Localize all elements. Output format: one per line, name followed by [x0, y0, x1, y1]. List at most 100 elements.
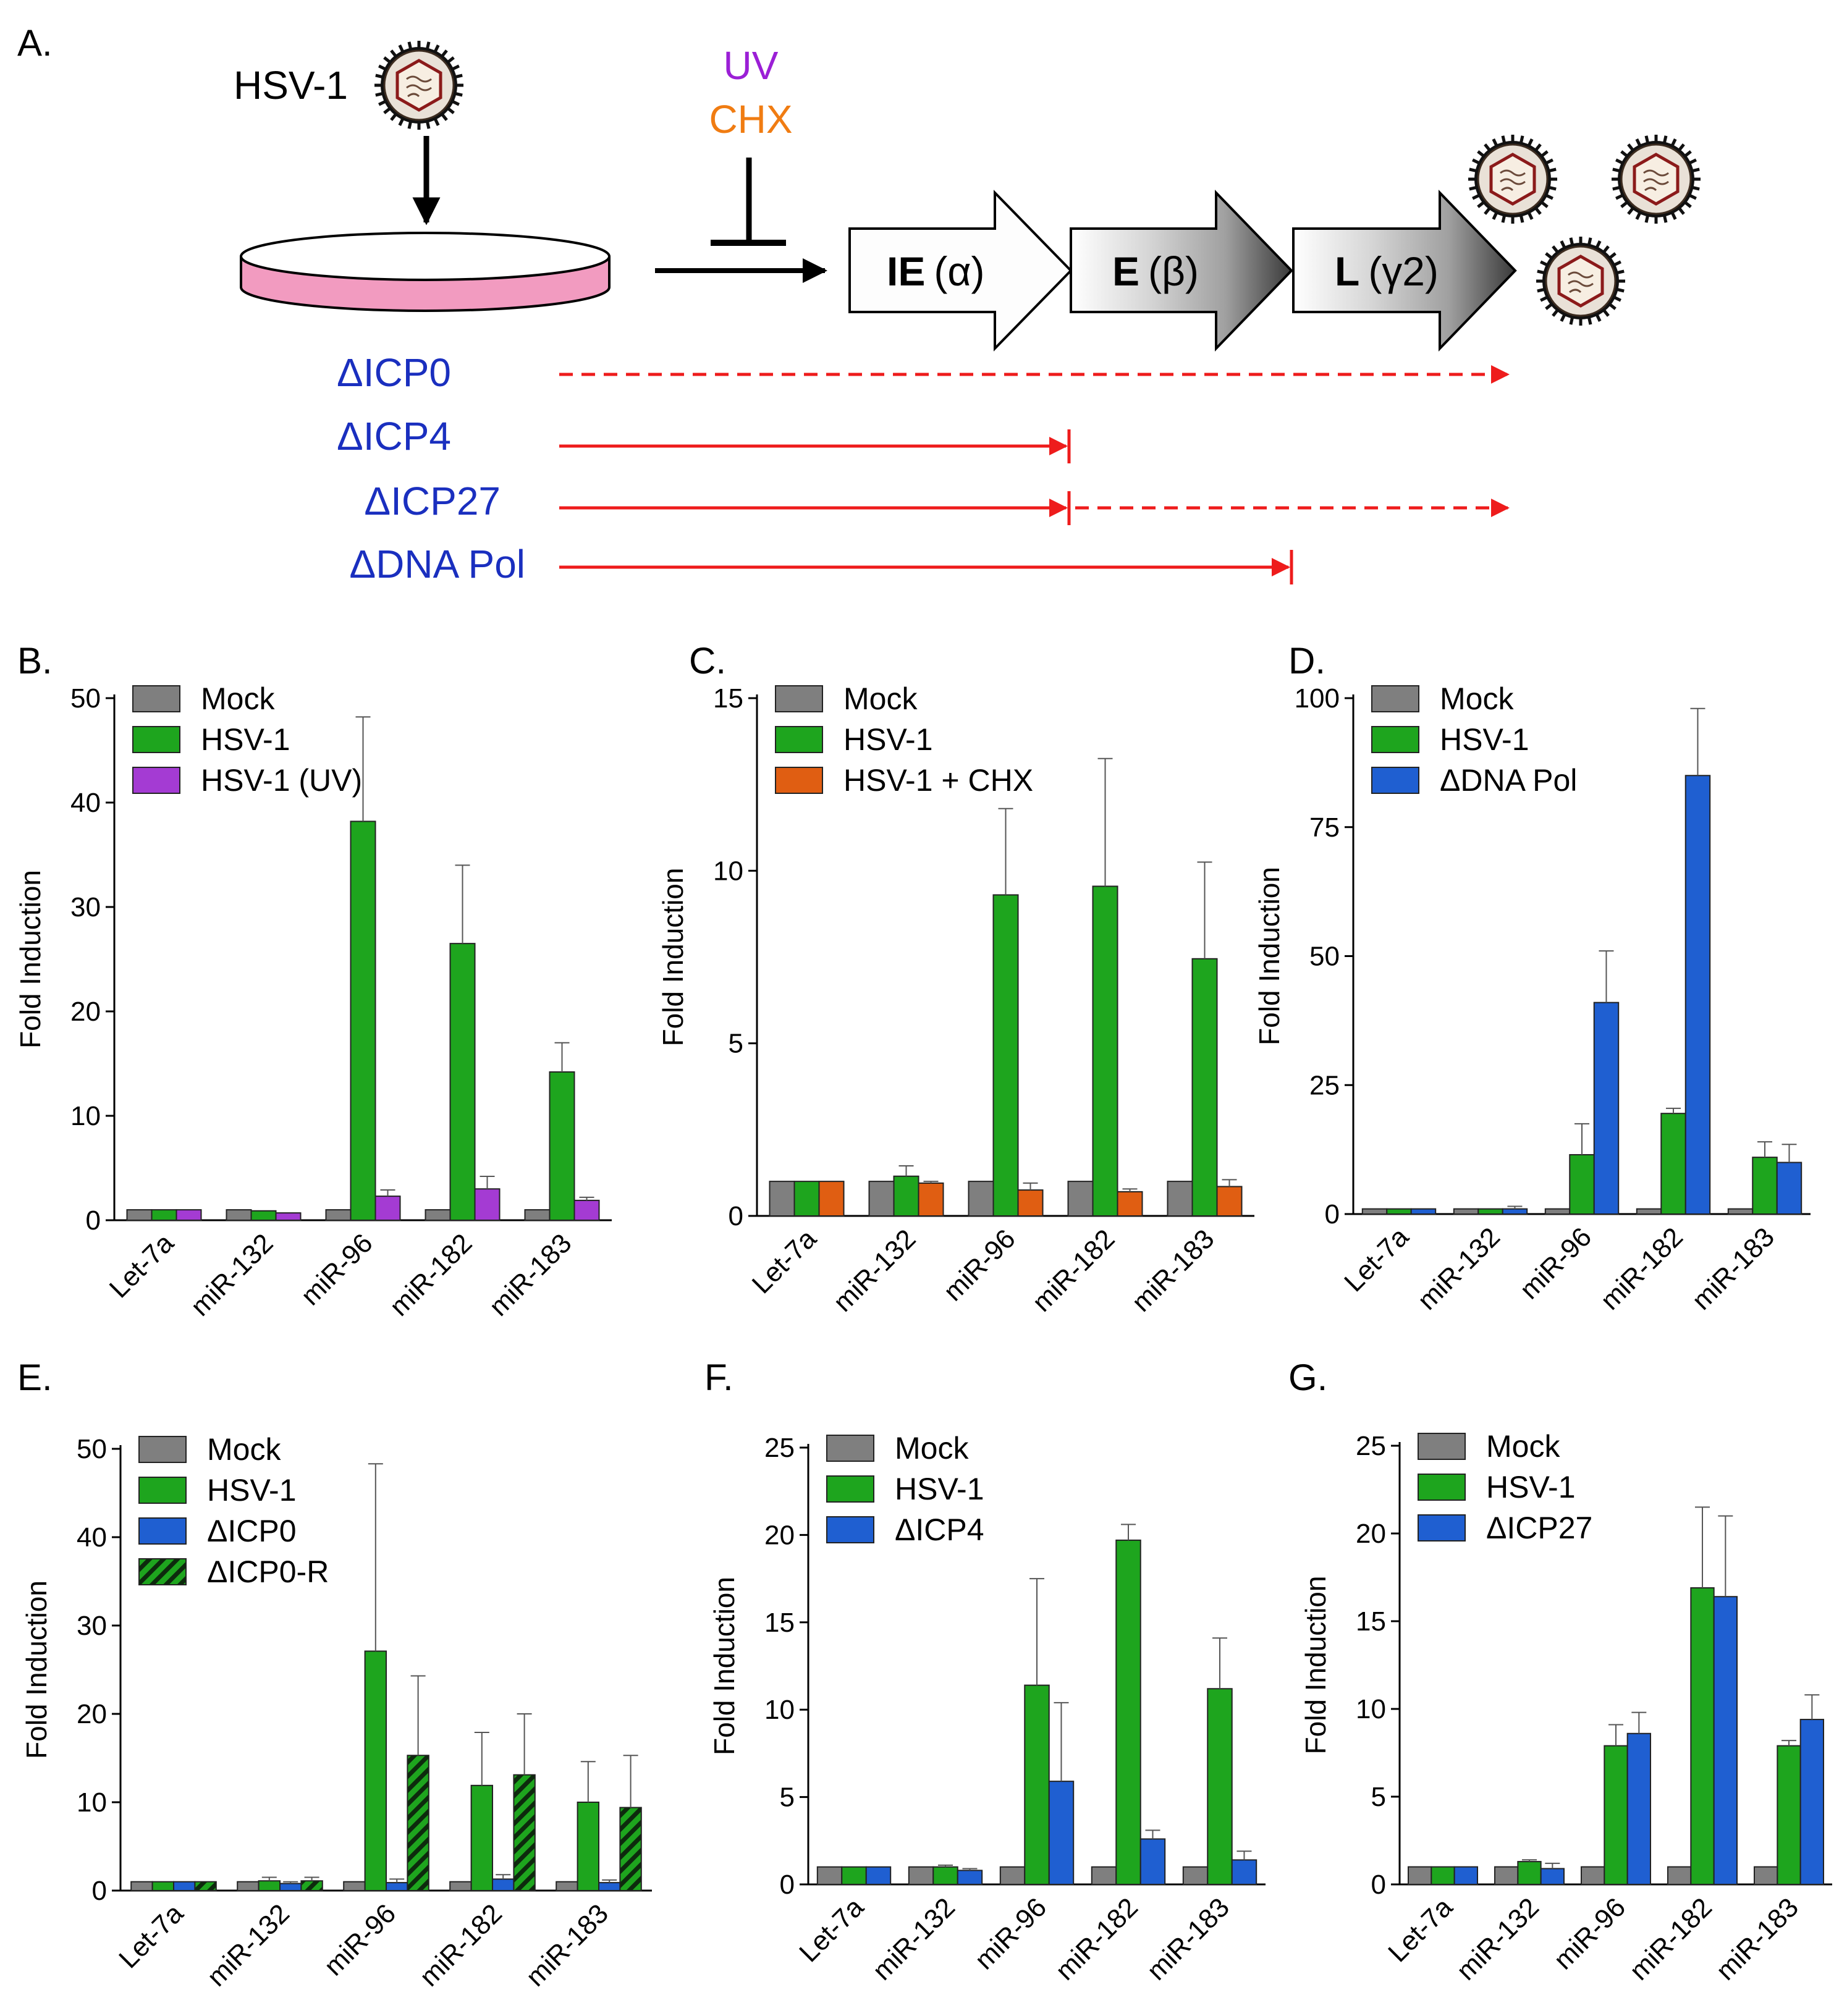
mutant-label-icp4: ΔICP4 — [337, 414, 451, 458]
legend-label: HSV-1 — [843, 722, 933, 757]
x-category-label: miR-183 — [1141, 1892, 1235, 1986]
panel-letter: D. — [1288, 640, 1325, 681]
bar-miR-132-2 — [1517, 1861, 1542, 1886]
legend-label: ΔICP4 — [895, 1512, 984, 1547]
bar-Let-7a-1 — [1408, 1866, 1432, 1886]
bar-Let-7a-1 — [1361, 1208, 1388, 1215]
bar-miR-183-2 — [577, 1802, 599, 1891]
y-tick-label: 0 — [92, 1876, 107, 1906]
bar-miR-96-2 — [992, 894, 1019, 1217]
bar-miR-132-1 — [1494, 1866, 1519, 1886]
bar-miR-96-2 — [364, 1650, 387, 1891]
bar-miR-183-2 — [1752, 1157, 1778, 1215]
legend-label: HSV-1 — [201, 722, 290, 757]
bar-miR-96-2 — [350, 820, 376, 1221]
virus-label: HSV-1 — [234, 63, 348, 108]
bar-miR-182-1 — [425, 1209, 451, 1221]
legend-swatch — [775, 767, 823, 794]
y-tick-label: 5 — [780, 1782, 795, 1813]
bar-miR-183-3 — [1799, 1719, 1825, 1886]
bar-miR-183-3 — [1231, 1859, 1257, 1885]
bar-Let-7a-3 — [1410, 1208, 1437, 1215]
legend-swatch — [1418, 1514, 1466, 1542]
bar-miR-96-3 — [1017, 1189, 1044, 1217]
bar-miR-182-3 — [1713, 1596, 1738, 1885]
bar-Let-7a-1 — [769, 1181, 795, 1217]
bar-miR-96-1 — [1581, 1866, 1605, 1886]
y-tick-label: 0 — [1371, 1870, 1386, 1900]
x-category-label: miR-96 — [1548, 1892, 1631, 1975]
legend-swatch — [826, 1516, 874, 1543]
y-tick-label: 40 — [70, 788, 101, 818]
e-gene-label: E(β) — [1112, 248, 1199, 294]
y-tick-label: 50 — [1309, 942, 1340, 972]
culture-dish-icon — [240, 232, 611, 312]
legend-swatch — [132, 685, 180, 712]
progeny-virion-icons — [1468, 135, 1701, 326]
bar-miR-182-2 — [1115, 1539, 1141, 1886]
legend-label: ΔICP27 — [1486, 1511, 1592, 1545]
bar-Let-7a-3 — [173, 1881, 196, 1891]
y-tick-label: 15 — [713, 683, 743, 714]
bar-miR-132-1 — [1453, 1208, 1479, 1215]
bar-miR-182-3 — [492, 1878, 515, 1891]
gene-cascade: IE(α) E(β) L(γ2) — [848, 190, 1517, 352]
bar-miR-183-3 — [573, 1199, 600, 1221]
x-category-label: miR-182 — [1624, 1892, 1718, 1986]
y-axis-title: Fold Induction — [20, 1580, 53, 1759]
bar-miR-183-2 — [1207, 1688, 1233, 1885]
x-category-label: miR-183 — [520, 1898, 614, 1992]
bar-Let-7a-2 — [1431, 1866, 1455, 1886]
x-category-label: Let-7a — [793, 1892, 869, 1968]
bar-miR-183-2 — [549, 1071, 575, 1221]
bar-Let-7a-3 — [1453, 1866, 1479, 1886]
x-category-label: miR-182 — [414, 1898, 508, 1992]
legend-label: ΔICP0 — [207, 1514, 297, 1548]
bar-miR-132-3 — [957, 1870, 983, 1885]
y-tick-label: 0 — [729, 1201, 743, 1231]
mutant-label-dnapol: ΔDNA Pol — [349, 542, 525, 586]
bar-miR-132-2 — [1477, 1208, 1503, 1215]
uv-label: UV — [724, 43, 779, 88]
bar-miR-182-1 — [1667, 1866, 1692, 1886]
legend-label: HSV-1 — [1440, 722, 1529, 757]
x-category-label: miR-132 — [1451, 1892, 1545, 1986]
bar-miR-182-1 — [1636, 1208, 1662, 1215]
bar-miR-132-1 — [226, 1209, 252, 1221]
y-tick-label: 100 — [1295, 683, 1340, 714]
x-category-label: miR-182 — [1050, 1892, 1144, 1986]
y-axis-title: Fold Induction — [1253, 867, 1285, 1045]
panel-a-schematic: A. HSV-1 UV CHX IE(α) E(β) L(γ2) — [17, 22, 1701, 586]
bar-miR-96-3 — [1593, 1002, 1620, 1215]
y-tick-label: 20 — [1356, 1519, 1386, 1549]
x-category-label: miR-183 — [1710, 1892, 1804, 1986]
y-tick-label: 10 — [1356, 1694, 1386, 1724]
bar-miR-96-3 — [1048, 1781, 1075, 1885]
y-tick-label: 5 — [1371, 1782, 1386, 1812]
legend-swatch — [1371, 685, 1419, 712]
x-category-label: miR-182 — [384, 1228, 478, 1322]
bar-miR-183-4 — [619, 1807, 642, 1892]
y-axis-title: Fold Induction — [14, 870, 46, 1048]
legend-swatch — [132, 767, 180, 794]
bar-miR-183-2 — [1191, 958, 1218, 1217]
l-gene-label: L(γ2) — [1335, 248, 1439, 294]
bar-miR-96-3 — [1626, 1732, 1652, 1886]
legend-swatch — [826, 1435, 874, 1462]
y-axis-title: Fold Induction — [1300, 1576, 1332, 1755]
x-category-label: miR-132 — [201, 1898, 295, 1992]
x-category-label: miR-132 — [827, 1223, 921, 1317]
y-tick-label: 25 — [764, 1433, 795, 1463]
ie-gene-label: IE(α) — [887, 248, 984, 294]
y-tick-label: 0 — [1325, 1199, 1340, 1229]
x-category-label: miR-183 — [483, 1228, 577, 1322]
bar-Let-7a-2 — [1386, 1208, 1412, 1215]
bar-miR-182-2 — [470, 1784, 493, 1892]
bar-miR-96-2 — [1024, 1684, 1050, 1885]
legend-label: Mock — [201, 681, 275, 716]
